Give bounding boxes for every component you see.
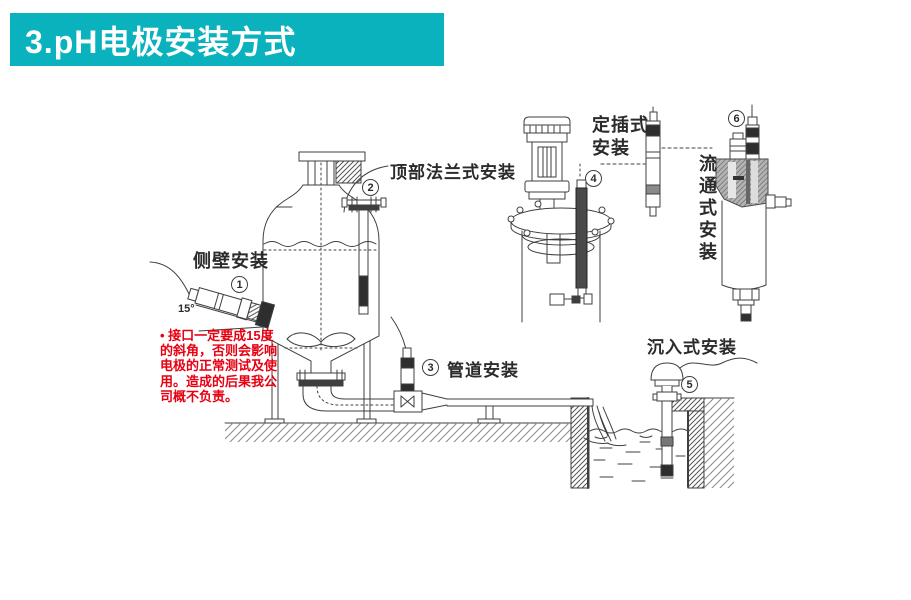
label-side-wall: 侧壁安装 [193, 251, 269, 271]
pipe-mount-electrode [390, 316, 448, 413]
top-flange-electrode [341, 165, 389, 315]
marker-4: 4 [585, 170, 602, 187]
marker-6: 6 [728, 110, 745, 127]
mixing-tank [262, 151, 395, 424]
marker-5: 5 [681, 376, 698, 393]
label-pipe-mount: 管道安装 [447, 361, 519, 380]
label-flow-through: 流通式安装 [697, 154, 717, 264]
label-angle-15: 15° [178, 303, 195, 315]
ground-section [224, 397, 735, 489]
label-fixed-insert-line2: 安装 [592, 138, 630, 158]
warning-line: 电极的正常测试及使 [160, 358, 278, 374]
fixed-insertion-assembly [507, 116, 646, 323]
submersion-electrode [650, 357, 758, 477]
marker-1: 1 [231, 276, 248, 293]
warning-line: 司概不负责。 [160, 388, 239, 404]
discharge-pipe [446, 398, 594, 424]
reference-electrode [645, 106, 713, 217]
warning-line: 的斜角，否则会影响 [160, 343, 278, 359]
pit-water [583, 405, 689, 482]
side-wall-electrode [149, 261, 276, 332]
flow-cell [715, 104, 792, 322]
page-title: 3.pH电极安装方式 [25, 23, 297, 60]
warning-line: • 接口一定要成15度 [160, 328, 274, 343]
label-submersion: 沉入式安装 [647, 338, 737, 357]
header-bar: 3.pH电极安装方式 [10, 13, 444, 66]
marker-2: 2 [362, 179, 379, 196]
warning-note: • 接口一定要成15度 的斜角，否则会影响 电极的正常测试及使 用。造成的后果我… [160, 328, 290, 404]
warning-line: 用。造成的后果我公 [160, 373, 278, 389]
label-top-flange: 顶部法兰式安装 [390, 163, 516, 182]
marker-3: 3 [422, 359, 439, 376]
label-fixed-insert-line1: 定插式 [592, 115, 649, 135]
